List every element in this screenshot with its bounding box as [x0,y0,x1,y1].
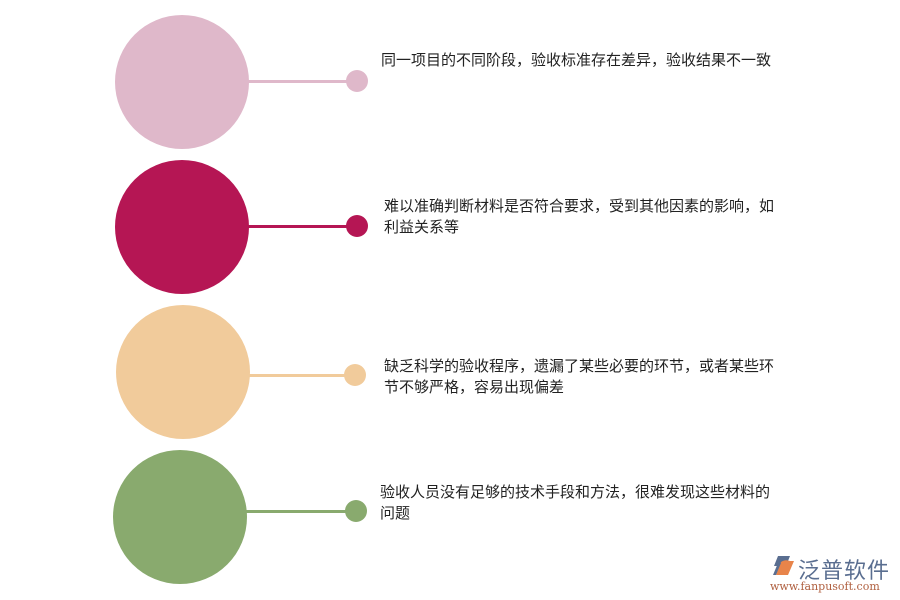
item-text: 难以准确判断材料是否符合要求，受到其他因素的影响，如利益关系等 [384,197,775,236]
item-circle [116,305,250,439]
logo: 泛普软件 www.fanpusoft.com [770,553,895,598]
connector-line [242,225,357,228]
item-circle [115,15,249,149]
connector-dot [346,70,368,92]
logo-url: www.fanpusoft.com [770,580,880,593]
connector-dot [346,215,368,237]
item-text: 缺乏科学的验收程序，遗漏了某些必要的环节，或者某些环节不够严格，容易出现偏差 [384,357,775,396]
item-text: 验收人员没有足够的技术手段和方法，很难发现这些材料的问题 [380,483,771,522]
item-circle [115,160,249,294]
connector-line [243,374,355,377]
logo-name: 泛普软件 [798,559,891,584]
connector-dot [345,500,367,522]
item-text: 同一项目的不同阶段，验收标准存在差异，验收结果不一致 [381,51,772,69]
connector-line [240,510,356,513]
connector-line [242,80,357,83]
item-circle [113,450,247,584]
logo-icon [773,556,794,575]
connector-dot [344,364,366,386]
